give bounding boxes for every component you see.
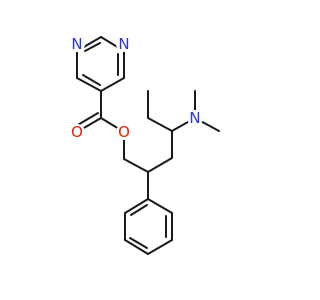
molecule-structure: N N O O N [69,35,220,255]
double-bond [130,204,148,216]
bond [123,158,149,173]
double-bond [75,112,99,127]
ester-group [75,90,125,160]
atom-label-n-amine: N [187,109,203,127]
atom-text: O [71,123,83,141]
atom-label-n-ring-right: N [116,35,132,53]
atom-text: N [189,109,200,127]
double-bond [129,237,148,249]
bond [100,77,125,92]
atom-label-n-ring-left: N [69,35,85,53]
atom-label-o-ester: O [116,123,132,141]
atom-text: N [118,35,129,53]
atom-text: O [118,123,130,141]
bond [147,239,173,255]
double-bond [82,74,101,86]
atom-text: N [71,35,82,53]
double-bond [84,42,101,52]
bond [147,198,173,214]
phenyl-ring [124,171,173,255]
alkyl-chain [123,90,220,173]
bond [124,239,149,255]
bond [147,117,173,132]
bond [147,157,173,173]
pyrimidine-ring [76,36,125,92]
bond [76,77,102,92]
bond [124,198,149,214]
atom-label-o-carbonyl: O [69,123,85,141]
